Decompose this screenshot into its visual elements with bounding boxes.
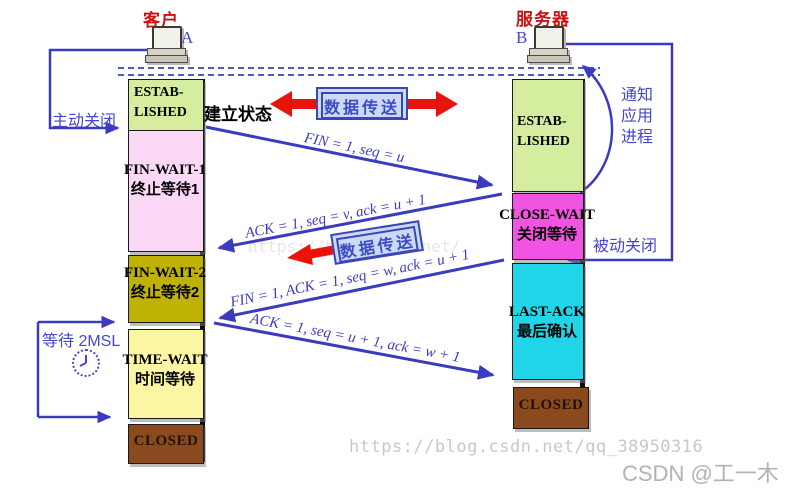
client-time-wait-label: TIME-WAIT 时间等待	[122, 352, 208, 388]
server-close-wait-box	[512, 193, 584, 260]
data-transfer-top-label: 数据传送	[321, 92, 403, 119]
data-transfer-top-box: 数据传送	[316, 87, 408, 120]
watermark-credit: CSDN @工一木子	[622, 461, 779, 486]
server-host-label: 服务器	[516, 10, 570, 29]
server-close-wait-label: CLOSE-WAIT 关闭等待	[499, 207, 595, 243]
client-fin-wait-1-label: FIN-WAIT-1 终止等待1	[124, 162, 206, 198]
client-host-label: 客户	[143, 11, 179, 30]
fin-ack-seq-w-arrow	[218, 258, 505, 323]
server-established-box	[512, 79, 584, 192]
ack-seq-u1-arrow	[213, 321, 495, 380]
client-established-label: ESTAB- LISHED	[134, 85, 187, 120]
active-close-bracket	[48, 48, 148, 135]
notify-app-label: 通知 应用 进程	[621, 87, 654, 146]
client-computer-base2	[145, 55, 188, 63]
fin-seq-u-arrow	[205, 125, 494, 190]
server-established-label: ESTAB- LISHED	[517, 114, 570, 149]
wait-2msl-label: 等待 2MSL	[42, 333, 121, 350]
client-fin-wait-2-label: FIN-WAIT-2 终止等待2	[124, 265, 206, 301]
server-closed-label: CLOSED	[518, 397, 584, 413]
clock-hands	[79, 355, 87, 367]
client-time-wait-box	[128, 329, 204, 419]
server-node-label: B	[516, 28, 528, 47]
client-fin-wait-1-box	[128, 130, 204, 252]
client-established-side-note: 建立状态	[204, 105, 272, 124]
server-closed-box	[513, 387, 589, 429]
client-node-label: A	[181, 28, 194, 47]
client-fin-wait-2-box	[128, 255, 204, 323]
ack-seq-v-arrow	[217, 192, 503, 253]
watermark-url: https://blog.csdn.net/qq_38950316	[349, 437, 704, 457]
server-last-ack-label: LAST-ACK 最后确认	[508, 304, 586, 340]
passive-close-label: 被动关闭	[593, 238, 658, 255]
clock-icon	[72, 349, 100, 377]
client-computer-icon	[152, 26, 182, 50]
data-transfer-top-right-arrowhead	[436, 91, 458, 117]
data-transfer-middle-arrowhead	[287, 244, 313, 265]
client-closed-label: CLOSED	[133, 433, 199, 449]
client-closed-box	[128, 424, 204, 464]
active-close-label: 主动关闭	[52, 113, 117, 130]
server-last-ack-box	[512, 263, 584, 380]
server-computer-icon	[534, 26, 564, 50]
server-computer-base2	[527, 55, 570, 63]
passive-close-bracket	[566, 42, 674, 267]
notify-app-curve	[580, 65, 614, 194]
data-transfer-top-left-arrowhead	[270, 91, 292, 117]
